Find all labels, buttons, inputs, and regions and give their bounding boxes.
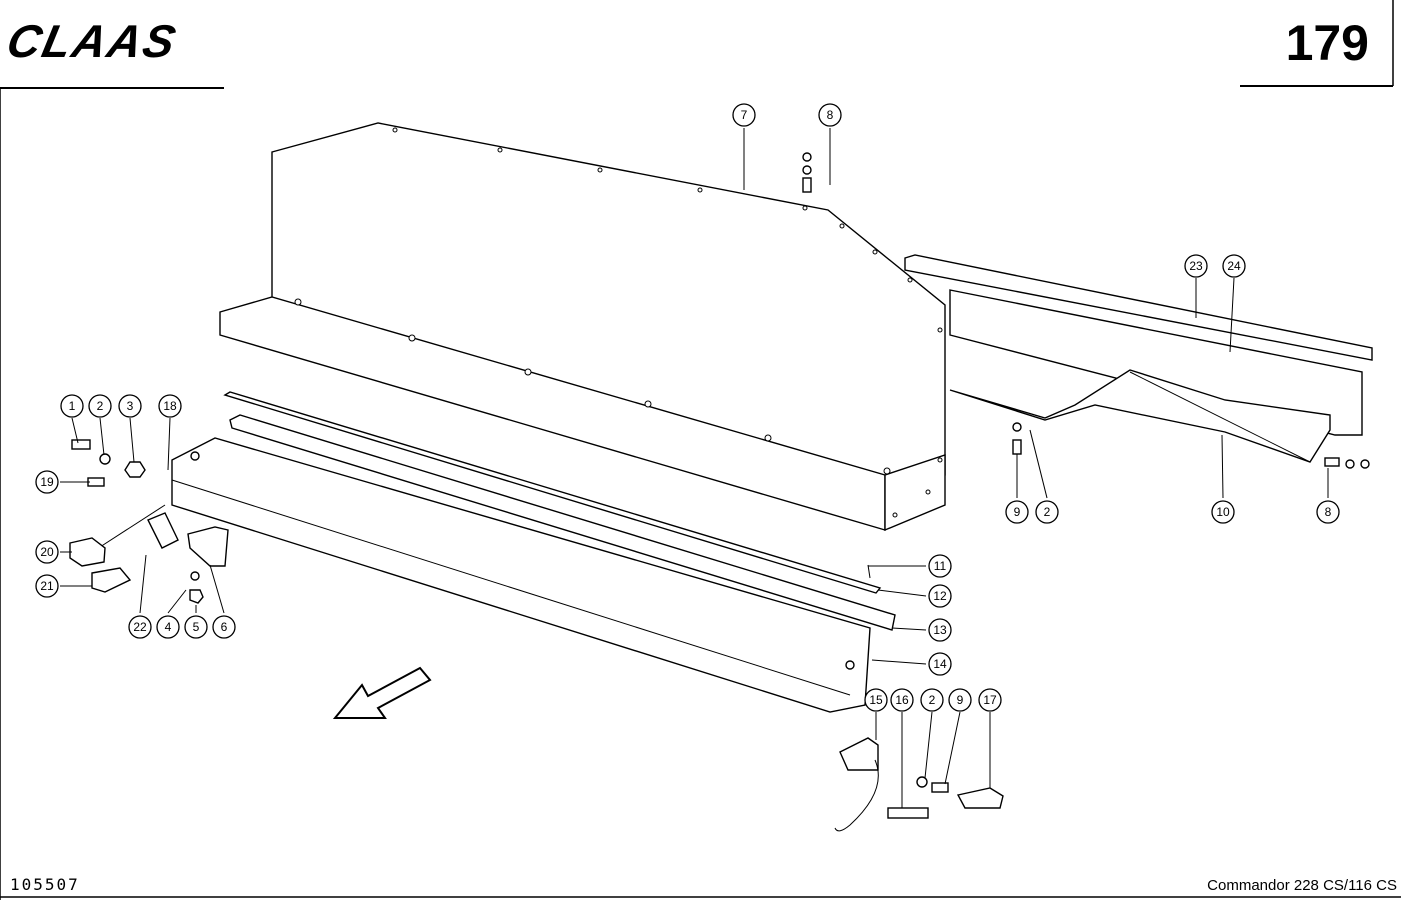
svg-text:13: 13: [933, 623, 947, 637]
callout-19: 19: [35, 470, 59, 494]
callouts: 1 2 3 18 19 20 21 22 4 5 6 7 8 23 24 9 2…: [35, 103, 1340, 712]
callout-9-bottom: 9: [948, 688, 972, 712]
svg-text:19: 19: [40, 475, 54, 489]
svg-text:6: 6: [221, 620, 228, 634]
callout-3: 3: [118, 394, 142, 418]
svg-text:5: 5: [193, 620, 200, 634]
svg-text:9: 9: [957, 693, 964, 707]
svg-text:16: 16: [895, 693, 909, 707]
svg-text:8: 8: [827, 108, 834, 122]
callout-23: 23: [1184, 254, 1208, 278]
svg-text:4: 4: [165, 620, 172, 634]
bolts-misc: [802, 152, 1370, 579]
svg-text:8: 8: [1325, 505, 1332, 519]
callout-2-mid: 2: [1035, 500, 1059, 524]
callout-4: 4: [156, 615, 180, 639]
callout-11: 11: [928, 554, 952, 578]
callout-9-mid: 9: [1005, 500, 1029, 524]
svg-text:7: 7: [741, 108, 748, 122]
svg-text:22: 22: [133, 620, 147, 634]
hardware-bottom-right: [834, 737, 1004, 832]
callout-16: 16: [890, 688, 914, 712]
svg-text:10: 10: [1216, 505, 1230, 519]
svg-text:18: 18: [163, 399, 177, 413]
callout-2: 2: [88, 394, 112, 418]
callout-13: 13: [928, 618, 952, 642]
callout-7: 7: [732, 103, 756, 127]
scraper-assembly: [171, 391, 896, 713]
svg-text:2: 2: [97, 399, 104, 413]
svg-text:14: 14: [933, 657, 947, 671]
rear-strip: [904, 254, 1373, 463]
svg-text:12: 12: [933, 589, 947, 603]
svg-text:21: 21: [40, 579, 54, 593]
svg-text:3: 3: [127, 399, 134, 413]
callout-15: 15: [864, 688, 888, 712]
svg-text:17: 17: [983, 693, 997, 707]
hardware-left: [69, 439, 229, 604]
svg-text:11: 11: [934, 559, 947, 573]
callout-1: 1: [60, 394, 84, 418]
callout-22: 22: [128, 615, 152, 639]
callout-8-right: 8: [1316, 500, 1340, 524]
model-label: Commandor 228 CS/116 CS: [1207, 877, 1397, 894]
callout-10: 10: [1211, 500, 1235, 524]
svg-text:1: 1: [69, 399, 76, 413]
callout-18: 18: [158, 394, 182, 418]
svg-text:15: 15: [869, 693, 883, 707]
callout-8-top: 8: [818, 103, 842, 127]
side-panel: [219, 122, 946, 532]
callout-24: 24: [1222, 254, 1246, 278]
callout-17: 17: [978, 688, 1002, 712]
callout-2-bottom: 2: [920, 688, 944, 712]
svg-text:9: 9: [1014, 505, 1021, 519]
document-number: 105507: [10, 875, 80, 894]
direction-arrow: [332, 666, 432, 719]
callout-6: 6: [212, 615, 236, 639]
leader-lines: [60, 128, 1329, 808]
page-number: 179: [1285, 15, 1369, 71]
svg-text:2: 2: [929, 693, 936, 707]
svg-text:23: 23: [1189, 259, 1203, 273]
callout-14: 14: [928, 652, 952, 676]
svg-text:20: 20: [40, 545, 54, 559]
callout-5: 5: [184, 615, 208, 639]
svg-text:24: 24: [1227, 259, 1241, 273]
svg-text:2: 2: [1044, 505, 1051, 519]
callout-21: 21: [35, 574, 59, 598]
callout-20: 20: [35, 540, 59, 564]
callout-12: 12: [928, 584, 952, 608]
